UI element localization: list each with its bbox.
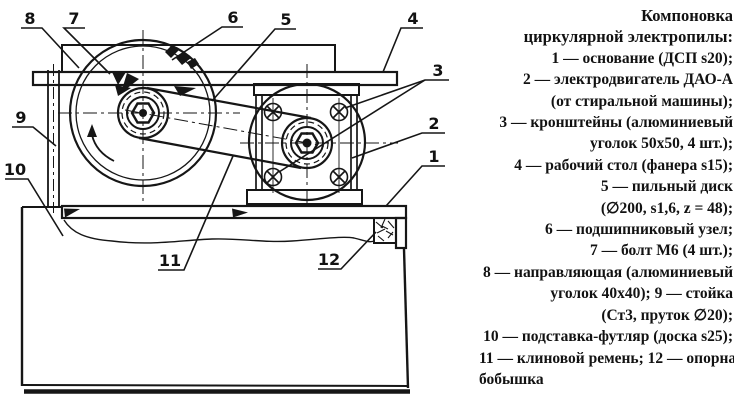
legend-item: (Ст3, пруток ∅20);	[601, 306, 733, 324]
callout-3: 3	[432, 61, 443, 80]
callout-7: 7	[68, 9, 79, 28]
legend-item: бобышка	[479, 370, 544, 388]
callout-2: 2	[428, 114, 439, 133]
legend: Компоновка циркулярной электропилы: 1 — …	[479, 5, 734, 390]
leader-1	[385, 165, 445, 207]
legend-item: 4 — рабочий стол (фанера s15);	[514, 156, 733, 174]
rotation-arrow	[87, 124, 115, 162]
legend-item: 1 — основание (ДСП s20);	[551, 49, 733, 67]
legend-item: 7 — болт М6 (4 шт.);	[589, 242, 733, 260]
legend-item: 2 — электродвигатель ДАО-А	[523, 71, 733, 89]
legend-title-line-1: Компоновка	[641, 6, 733, 25]
leader-10	[5, 178, 64, 237]
legend-item: 10 — подставка-футляр (доска s25);	[483, 328, 733, 346]
leader-5	[211, 28, 296, 102]
support-boss	[373, 216, 408, 250]
motor-pulley-hub	[280, 116, 334, 170]
leader-2	[351, 132, 445, 159]
guide-rail	[61, 44, 336, 73]
leader-4	[382, 27, 423, 73]
saw-blade	[58, 30, 325, 206]
legend-item: 5 — пильный диск	[600, 178, 733, 196]
legend-item: уголок 40х40); 9 — стойка	[550, 285, 733, 303]
legend-item: 3 — кронштейны (алюминиевый	[499, 114, 733, 132]
leader-3b	[278, 79, 426, 173]
assembly-drawing: 8 7 6 5 4 3 2 1 9 10 11 12	[4, 8, 449, 394]
leader-7	[62, 27, 111, 75]
leader-12	[318, 231, 377, 270]
legend-item: 11 — клиновой ремень; 12 — опорная	[479, 349, 734, 367]
callout-11: 11	[159, 251, 181, 270]
callout-12: 12	[318, 250, 340, 269]
callout-4: 4	[407, 9, 418, 28]
callout-8: 8	[24, 9, 35, 28]
leader-6	[171, 26, 243, 61]
legend-item: (∅200, s1,6, z = 48);	[600, 199, 733, 217]
stand-case	[20, 206, 410, 394]
blade-teeth-marks	[112, 45, 199, 96]
legend-title-line-2: циркулярной электропилы:	[523, 27, 733, 47]
base-board	[60, 204, 408, 220]
callout-leaders	[5, 26, 449, 271]
motor-bolts	[263, 102, 349, 187]
callout-9: 9	[15, 108, 26, 127]
blade-pulley-hub	[116, 86, 170, 140]
callout-numbers: 8 7 6 5 4 3 2 1 9 10 11 12	[4, 8, 444, 270]
leader-8	[21, 27, 80, 69]
leader-9	[12, 126, 57, 147]
callout-5: 5	[280, 10, 291, 29]
callout-6: 6	[227, 8, 238, 27]
v-belt	[138, 86, 312, 170]
base-fixing-mark	[232, 208, 248, 218]
leader-11	[158, 155, 234, 271]
support-post	[47, 64, 60, 213]
legend-item: 8 — направляющая (алюминиевый	[483, 263, 733, 281]
legend-item: (от стиральной машины);	[550, 92, 733, 110]
legend-item: 6 — подшипниковый узел;	[545, 221, 733, 239]
break-line	[63, 219, 375, 244]
legend-item: уголок 50х50, 4 шт.);	[589, 135, 733, 153]
callout-10: 10	[4, 160, 26, 179]
callout-1: 1	[428, 147, 439, 166]
base-fixing-mark	[64, 208, 80, 218]
